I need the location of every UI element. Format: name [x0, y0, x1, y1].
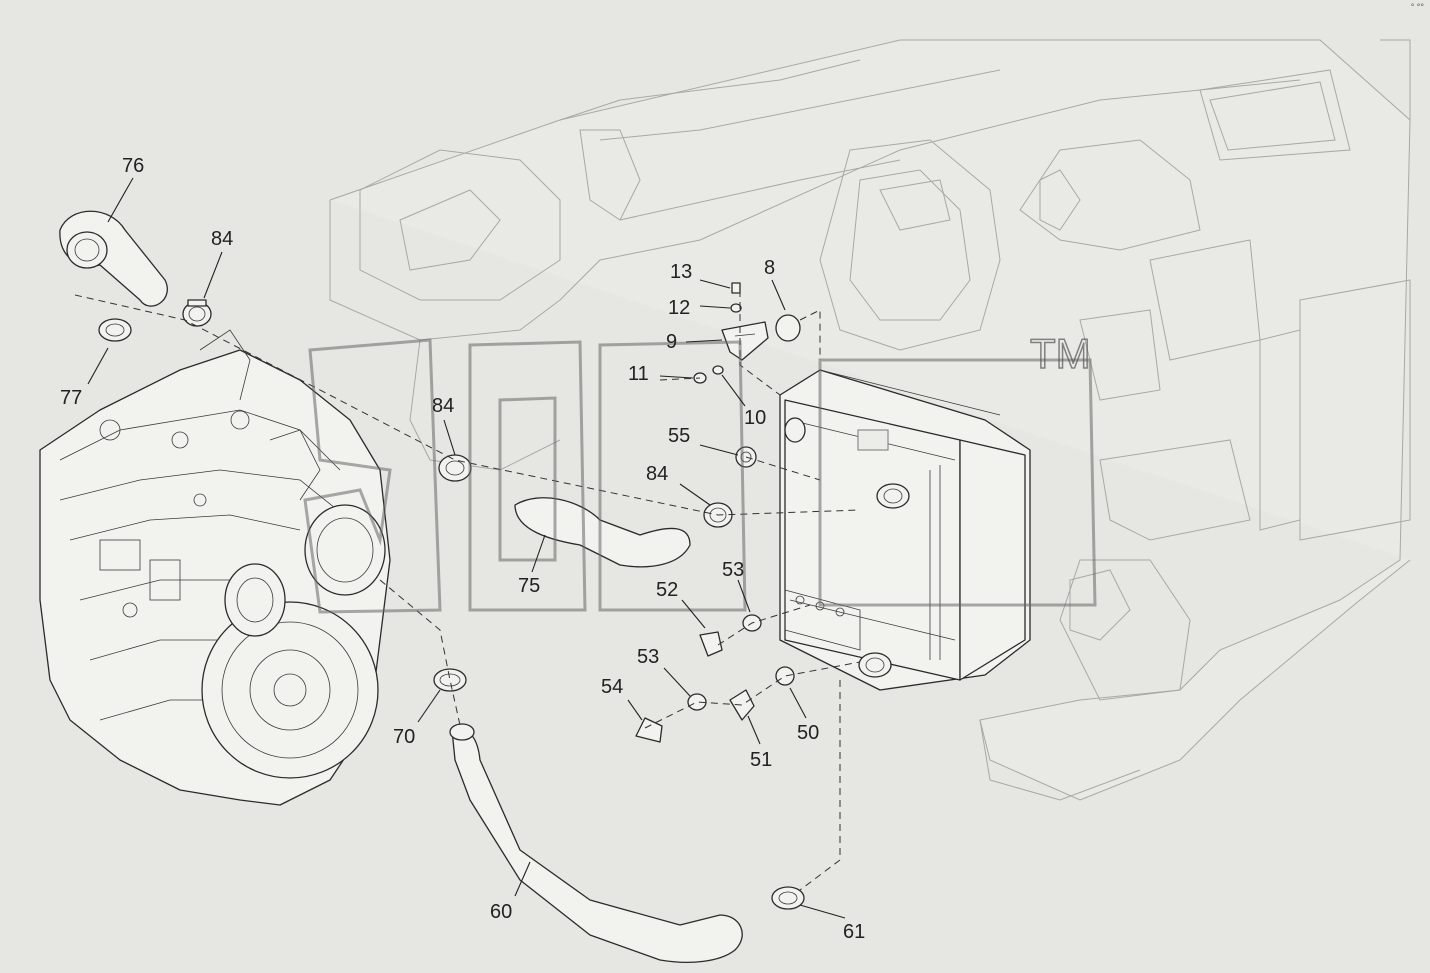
- callout-12: 12: [668, 297, 690, 319]
- callout-10: 10: [744, 407, 766, 429]
- callout-84-mid: 84: [432, 395, 454, 417]
- callout-61: 61: [843, 921, 865, 943]
- watermark-trademark: TM: [1030, 330, 1091, 377]
- callout-9: 9: [666, 331, 677, 353]
- callout-77: 77: [60, 387, 82, 409]
- fitting-50: [775, 666, 795, 686]
- callout-84-radiator: 84: [646, 463, 668, 485]
- callout-50: 50: [797, 722, 819, 744]
- callout-70: 70: [393, 726, 415, 748]
- washer-10: [712, 365, 724, 375]
- callout-60: 60: [490, 901, 512, 923]
- clamp-77: [98, 318, 132, 342]
- machine-frame-background: [329, 39, 1411, 801]
- fitting-54: [635, 717, 663, 743]
- callout-54: 54: [601, 676, 623, 698]
- clamp-61: [771, 886, 805, 910]
- engine-assembly: [39, 329, 391, 806]
- bushing-8: [775, 314, 801, 342]
- hose-60: [449, 723, 743, 963]
- radiator: [779, 369, 1031, 691]
- watermark: TM: [303, 329, 1097, 614]
- clamp-84-top: [182, 299, 212, 327]
- hose-75: [514, 497, 691, 568]
- callout-8: 8: [764, 257, 775, 279]
- callout-53-upper: 53: [722, 559, 744, 581]
- callout-13: 13: [670, 261, 692, 283]
- hose-76: [59, 210, 168, 307]
- callout-53-lower: 53: [637, 646, 659, 668]
- callout-51: 51: [750, 749, 772, 771]
- fitting-53-lower: [687, 693, 707, 711]
- callout-84-top: 84: [211, 228, 233, 250]
- clamp-84-mid: [438, 454, 472, 482]
- callout-75: 75: [518, 575, 540, 597]
- callout-76: 76: [122, 155, 144, 177]
- callout-52: 52: [656, 579, 678, 601]
- corner-marks: ° °°: [1410, 2, 1424, 12]
- callout-11: 11: [628, 363, 649, 385]
- clamp-70: [433, 668, 467, 692]
- callout-55: 55: [668, 425, 690, 447]
- fitting-52: [699, 631, 723, 657]
- bolt-13: [731, 282, 741, 294]
- washer-12: [730, 303, 742, 313]
- elbow-51: [729, 689, 755, 721]
- leader-lines: [87, 177, 846, 919]
- callout-labels: 76 84 77 84 13 8 12 9 11 10 55 84 75 52 …: [60, 155, 865, 943]
- bracket-9: [721, 321, 769, 361]
